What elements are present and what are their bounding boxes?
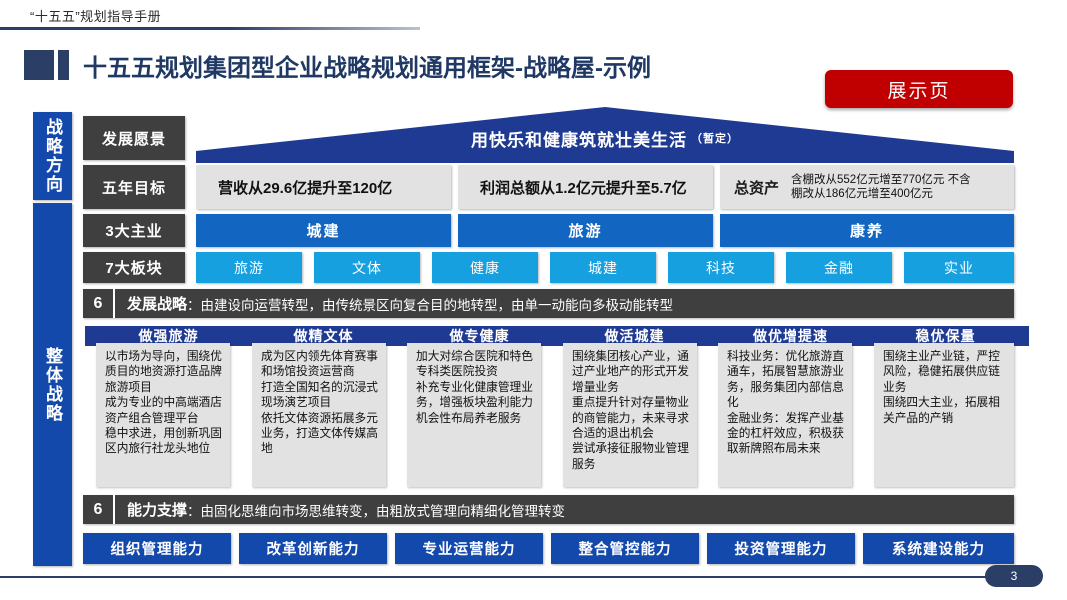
row-label-vision: 发展愿景 — [83, 116, 185, 160]
capability-item-4[interactable]: 投资管理能力 — [707, 533, 855, 564]
strategy-card-header-3[interactable]: 做活城建 — [551, 326, 718, 346]
page-number: 3 — [985, 565, 1043, 587]
strategy-card-0: 以市场为导向，围绕优质目的地资源打造品牌旅游项目 成为专业的中高端酒店资产组合管… — [96, 343, 230, 487]
business-item-2[interactable]: 康养 — [720, 214, 1014, 247]
goal-assets-line1: 含棚改从552亿元增至770亿元 不含 — [791, 174, 971, 186]
strategy-card-5: 围绕主业产业链，严控风险，稳健拓展供应链业务 围绕四大主业，拓展相关产品的产销 — [874, 343, 1014, 487]
capability-item-2[interactable]: 专业运营能力 — [395, 533, 543, 564]
development-strategy-label: 发展战略 — [127, 296, 188, 313]
capability-support-text: ：由固化思维向市场思维转变，由粗放式管理向精细化管理转变 — [187, 503, 566, 519]
goal-total-assets: 总资产 含棚改从552亿元增至770亿元 不含 棚改从186亿元增至400亿元 — [720, 165, 1014, 209]
business-item-0[interactable]: 城建 — [196, 214, 451, 247]
title-square-large-icon — [24, 50, 54, 80]
capability-item-5[interactable]: 系统建设能力 — [863, 533, 1014, 564]
goal-profit: 利润总额从1.2亿元提升至5.7亿 — [458, 165, 713, 209]
strategy-card-body-0: 以市场为导向，围绕优质目的地资源打造品牌旅游项目 成为专业的中高端酒店资产组合管… — [105, 350, 222, 456]
manual-kicker: “十五五”规划指导手册 — [30, 9, 162, 24]
header-rule — [0, 27, 420, 30]
goal-revenue: 营收从29.6亿提升至120亿 — [196, 165, 451, 209]
title-square-small-icon — [58, 50, 69, 80]
strategy-card-header-1[interactable]: 做精文体 — [240, 326, 407, 346]
sector-item-5[interactable]: 金融 — [786, 252, 892, 283]
row-label-main-business: 3大主业 — [83, 214, 185, 247]
rail-overall-strategy: 整体战略 — [33, 203, 72, 566]
row-label-five-year-goal: 五年目标 — [83, 165, 185, 209]
goal-total-assets-detail: 含棚改从552亿元增至770亿元 不含 棚改从186亿元增至400亿元 — [791, 173, 971, 201]
goal-revenue-text: 营收从29.6亿提升至120亿 — [218, 179, 393, 197]
capability-support-banner: 6 能力支撑 ：由固化思维向市场思维转变，由粗放式管理向精细化管理转变 — [83, 495, 1014, 524]
rail-strategic-direction: 战略方向 — [33, 112, 72, 200]
strategy-card-2: 加大对综合医院和特色专科类医院投资 补充专业化健康管理业务，增强板块盈利能力 机… — [407, 343, 541, 487]
capability-support-number: 6 — [83, 495, 115, 524]
strategy-card-body-2: 加大对综合医院和特色专科类医院投资 补充专业化健康管理业务，增强板块盈利能力 机… — [416, 350, 533, 425]
sector-item-0[interactable]: 旅游 — [196, 252, 302, 283]
strategy-card-body-1: 成为区内领先体育赛事和场馆投资运营商 打造全国知名的沉浸式现场演艺项目 依托文体… — [261, 350, 378, 456]
capability-item-0[interactable]: 组织管理能力 — [83, 533, 231, 564]
strategy-card-header-2[interactable]: 做专健康 — [396, 326, 563, 346]
capability-item-3[interactable]: 整合管控能力 — [551, 533, 699, 564]
development-strategy-number: 6 — [83, 289, 115, 318]
sector-item-1[interactable]: 文体 — [314, 252, 420, 283]
development-strategy-banner: 6 发展战略 ：由建设向运营转型，由传统景区向复合目的地转型，由单一动能向多极动… — [83, 289, 1014, 318]
capability-item-1[interactable]: 改革创新能力 — [239, 533, 387, 564]
roof-shape — [196, 107, 1014, 163]
strategy-card-3: 围绕集团核心产业，通过产业地产的形式开发增量业务 重点提升针对存量物业的商管能力… — [563, 343, 697, 487]
goal-assets-line2: 棚改从186亿元增至400亿元 — [791, 188, 933, 200]
strategy-card-header-5[interactable]: 稳优保量 — [862, 326, 1029, 346]
strategy-card-4: 科技业务：优化旅游直通车，拓展智慧旅游业务，服务集团内部信息化 金融业务：发挥产… — [718, 343, 852, 487]
sector-item-6[interactable]: 实业 — [904, 252, 1014, 283]
status-badge[interactable]: 展示页 — [825, 70, 1013, 108]
sector-item-4[interactable]: 科技 — [668, 252, 774, 283]
row-label-sectors: 7大板块 — [83, 252, 185, 283]
sector-item-2[interactable]: 健康 — [432, 252, 538, 283]
footer-rule — [0, 576, 1035, 578]
sector-item-3[interactable]: 城建 — [550, 252, 656, 283]
development-strategy-text: ：由建设向运营转型，由传统景区向复合目的地转型，由单一动能向多极动能转型 — [187, 297, 674, 313]
goal-total-assets-label: 总资产 — [734, 179, 780, 197]
strategy-card-header-4[interactable]: 做优增提速 — [707, 326, 874, 346]
page-title: 十五五规划集团型企业战略规划通用框架-战略屋-示例 — [83, 55, 651, 82]
goal-profit-text: 利润总额从1.2亿元提升至5.7亿 — [480, 179, 687, 197]
strategy-card-body-5: 围绕主业产业链，严控风险，稳健拓展供应链业务 围绕四大主业，拓展相关产品的产销 — [883, 350, 1000, 425]
strategy-card-body-4: 科技业务：优化旅游直通车，拓展智慧旅游业务，服务集团内部信息化 金融业务：发挥产… — [727, 350, 844, 456]
strategy-card-1: 成为区内领先体育赛事和场馆投资运营商 打造全国知名的沉浸式现场演艺项目 依托文体… — [252, 343, 386, 487]
strategy-card-body-3: 围绕集团核心产业，通过产业地产的形式开发增量业务 重点提升针对存量物业的商管能力… — [572, 350, 689, 471]
capability-support-label: 能力支撑 — [127, 502, 188, 519]
business-item-1[interactable]: 旅游 — [458, 214, 713, 247]
strategy-card-header-0[interactable]: 做强旅游 — [85, 326, 252, 346]
